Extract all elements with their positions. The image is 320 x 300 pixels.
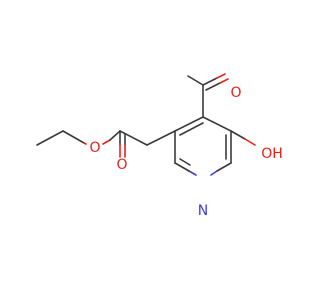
aldehyde-oxygen-label: O (230, 85, 241, 101)
bond-ring-c3-c4 (174, 116, 204, 132)
bond-ring-n-c2-inner (179, 158, 191, 166)
bond-cho-h (187, 75, 204, 86)
bond-ch2-ring (146, 130, 176, 146)
bond-ring-n-c2 (174, 162, 190, 172)
bond-ring-c3-c4-inner (179, 122, 204, 136)
bond-ring-c6-n-part (210, 170, 218, 176)
ester-carbonyl-oxygen-label: O (116, 157, 127, 173)
bond-ch2-o (83, 142, 87, 145)
hydroxyl-label: OH (261, 146, 283, 162)
ester-ether-oxygen-label: O (89, 140, 100, 156)
bond-cho-double-2 (205, 82, 221, 91)
ring-nitrogen-label: N (198, 203, 208, 219)
bond-cho-double-2-o (219, 78, 229, 84)
bond-ethyl-ch2 (62, 130, 85, 144)
bond-ring-oh (230, 130, 246, 140)
bond-ethyl-ch3 (36, 130, 64, 146)
bond-cho-double-1-o (216, 73, 226, 79)
bond-ring-c6-n (216, 162, 232, 172)
bond-ring-oh-o (244, 138, 256, 146)
bond-ring-n-c2-part (188, 170, 197, 176)
bond-o-carbonyl-c (109, 130, 121, 141)
bond-ring-c4-c5 (202, 116, 232, 132)
bond-o-carbonyl-o-part (102, 139, 111, 145)
bond-carbonyl-ch2 (119, 130, 148, 146)
bond-cho-double-1 (202, 77, 218, 86)
molecule-structure-diagram: O O O OH N (36, 73, 283, 219)
